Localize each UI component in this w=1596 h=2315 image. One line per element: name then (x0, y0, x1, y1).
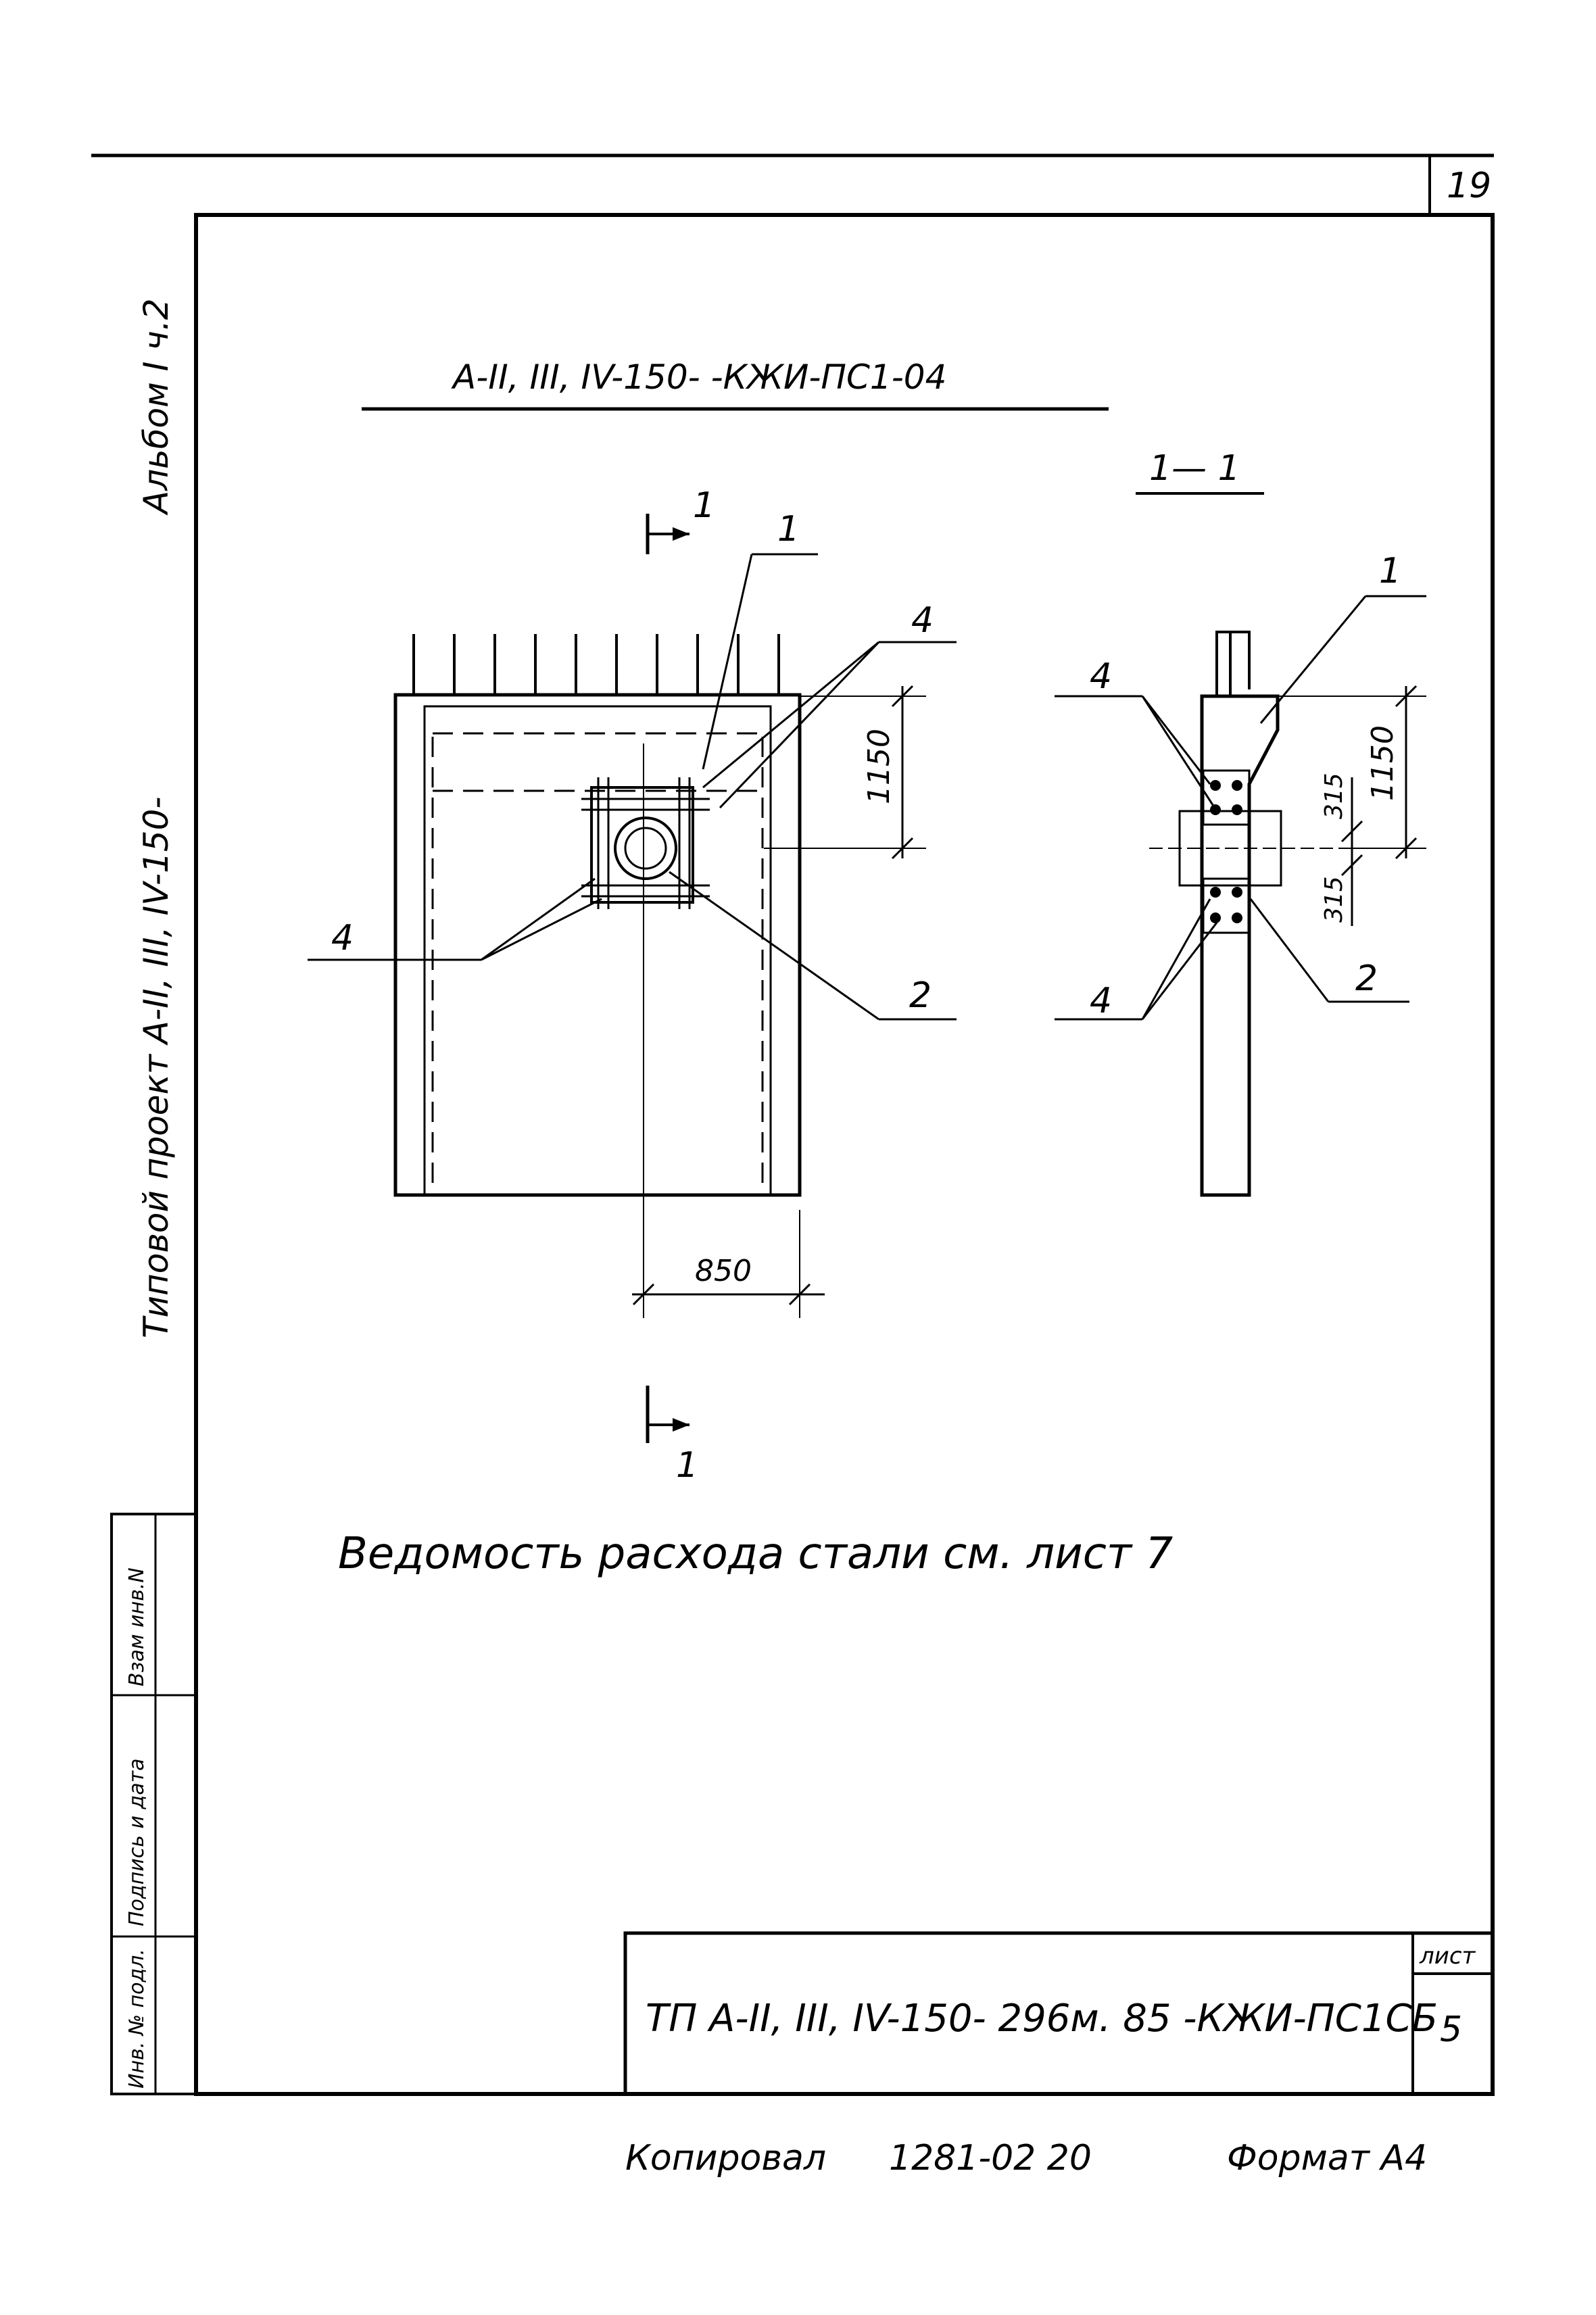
front-callout-1: 1 (777, 509, 800, 550)
side-stamp-replace-inv: Взам инв.N (125, 1567, 149, 1686)
panel-inner-outline (423, 705, 772, 1196)
pipe-sleeve-inner (624, 827, 667, 870)
side-callout-2: 2 (1355, 958, 1378, 999)
section-label: 1— 1 (1149, 448, 1240, 489)
upper-bolt-group (1202, 769, 1251, 826)
title-block-sheet-label: лист (1419, 1943, 1476, 1970)
side-callout-4-lower: 4 (1090, 981, 1112, 1021)
drawing-frame (194, 213, 1495, 2096)
footer-format: Формат А4 (1227, 2138, 1427, 2178)
side-dim-lower: 315 (1320, 876, 1348, 923)
side-callout-1: 1 (1379, 551, 1401, 591)
section-mark-top-label: 1 (693, 485, 715, 526)
pipe-sleeve-outer (614, 817, 677, 880)
side-view: 1— 1 1 4 4 2 (1055, 448, 1426, 1197)
side-stamp (110, 1513, 197, 2095)
lower-bolt-group (1202, 877, 1251, 934)
title-block-designation: ТП А-II, III, IV-150- 296м. 85 -КЖИ-ПС1С… (646, 1997, 1438, 2041)
project-label: Типовой проект А-II, III, IV-150- (137, 797, 176, 1338)
steel-consumption-note: Ведомость расхода стали см. лист 7 (338, 1529, 1174, 1579)
page-number: 19 (1447, 166, 1491, 206)
side-stamp-orig-inv: Инв. № подл. (125, 1949, 149, 2089)
front-dim-width: 850 (695, 1254, 752, 1288)
footer-code: 1281-02 20 (889, 2138, 1092, 2178)
title-block-sheet-number: 5 (1440, 2009, 1462, 2050)
front-dim-height: 1150 (862, 729, 896, 804)
front-view: 1 1 1 4 4 2 1150 850 (308, 485, 957, 1486)
side-dim-upper: 315 (1320, 773, 1348, 819)
top-rebars (412, 634, 780, 695)
front-callout-2: 2 (909, 975, 932, 1016)
drawing-title: А-II, III, IV-150- -КЖИ-ПС1-04 (451, 358, 946, 397)
front-callout-4-upper: 4 (911, 600, 934, 641)
section-mark-bottom-label: 1 (676, 1445, 698, 1486)
footer-copied: Копировал (625, 2138, 826, 2178)
side-dim-height: 1150 (1365, 725, 1400, 801)
panel-outline (393, 693, 802, 1197)
embedded-plate (590, 786, 694, 904)
side-callout-4-upper: 4 (1090, 656, 1112, 697)
side-stamp-signature-date: Подпись и дата (125, 1759, 149, 1927)
front-callout-4-lower: 4 (331, 918, 354, 958)
title-block (623, 1931, 1495, 2096)
album-label: Альбом I ч.2 (137, 298, 176, 516)
